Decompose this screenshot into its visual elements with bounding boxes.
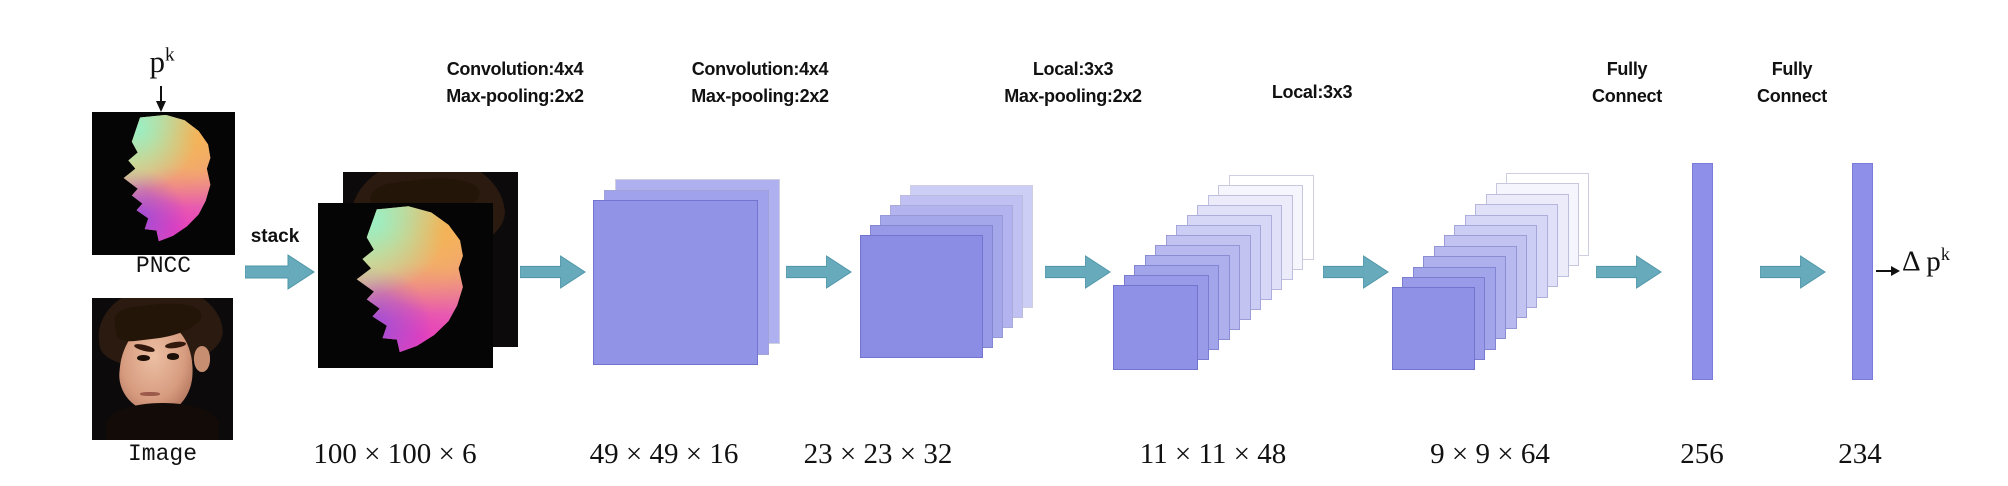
input-parameter-label: pk [149,44,175,79]
output-parameter-label: Δ pk [1902,244,1950,278]
dimension-label: 234 [1838,438,1882,470]
feature-map-layer [593,200,758,365]
shoulder-shape [106,403,219,440]
stack-label: stack [250,226,300,247]
pncc-face-rendering [356,206,463,353]
op-label-conv2: Convolution:4x4 Max-pooling:2x2 [691,59,829,106]
dimension-label: 100 × 100 × 6 [313,438,477,470]
fc-bar-256 [1692,163,1713,380]
dimension-label: 256 [1680,438,1724,470]
dimension-label: 49 × 49 × 16 [589,438,739,470]
flow-arrow-icon [786,255,852,289]
pncc-face-rendering [123,114,211,242]
op-label-fc2: Fully Connect [1757,59,1827,106]
feature-map-stack-1 [593,179,780,365]
flow-arrow-icon [520,255,586,289]
op-label-local1: Local:3x3 Max-pooling:2x2 [1004,59,1142,106]
feature-map-stack-2 [860,185,1033,358]
stack-arrow-icon [245,254,315,290]
op-label-local2: Local:3x3 [1271,82,1353,102]
dimension-label: 11 × 11 × 48 [1139,438,1287,470]
stacked-pncc-image [318,203,493,368]
feature-map-layer [1392,287,1475,371]
face-input-image [92,298,233,440]
pncc-caption: PNCC [135,253,192,279]
feature-map-layer [1113,285,1198,370]
flow-arrow-icon [1760,255,1826,289]
fc-bar-234 [1852,163,1873,380]
op-label-fc1: Fully Connect [1592,59,1662,106]
down-arrow-icon [156,86,166,112]
feature-map-layer [860,235,983,358]
flow-arrow-icon [1596,255,1662,289]
pncc-input-image [92,112,235,255]
flow-arrow-icon [1323,255,1389,289]
op-label-conv1: Convolution:4x4 Max-pooling:2x2 [446,59,584,106]
dimension-label: 9 × 9 × 64 [1430,438,1550,470]
stacked-input-group [318,172,518,368]
dimension-label: 23 × 23 × 32 [803,438,953,470]
eye-shape [166,353,180,360]
output-arrow-icon [1876,266,1900,276]
mouth-shape [139,391,160,396]
flow-arrow-icon [1045,255,1111,289]
ear-shape [193,346,211,372]
image-caption: Image [127,441,197,467]
feature-map-stack-4 [1392,173,1590,371]
eye-shape [137,354,150,362]
feature-map-stack-3 [1113,175,1314,370]
